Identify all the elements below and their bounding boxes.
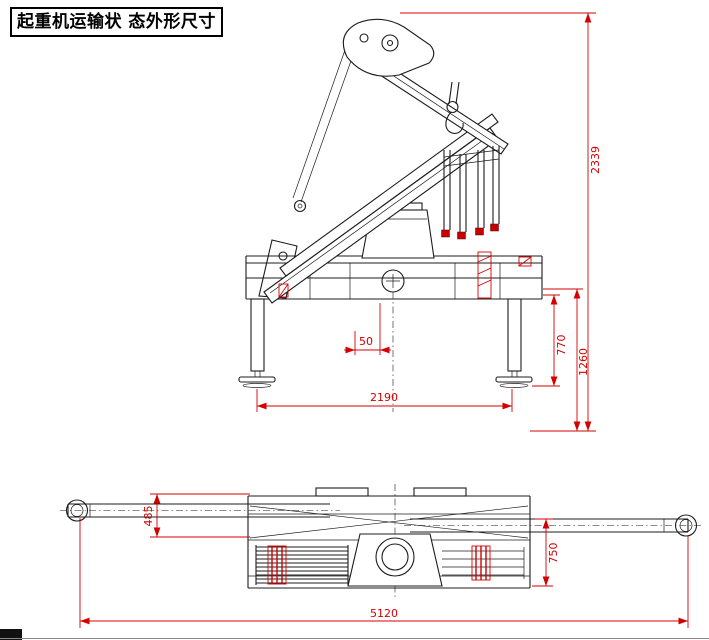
dim-total-height: 2339 [400,12,602,432]
boom-assembly [263,18,509,304]
stabilizer-cylinders [441,146,500,240]
hook-icon [445,111,464,134]
left-foot-pad [238,376,276,383]
turret-plan [347,533,443,587]
plan-red-components [267,545,491,585]
slew-ring-inner [381,543,409,571]
corner-artifact [0,629,22,640]
dim-body-width: 750 [532,518,560,587]
dim-outrigger-span: 2190 [256,389,513,412]
hook-block [445,81,464,134]
dim-label-50: 50 [359,335,373,348]
dim-mount-height: 1260 [543,288,590,431]
chassis-body [247,484,531,600]
dim-overall-length: 5120 [79,518,689,628]
right-leg [507,298,522,372]
link-arm [292,49,353,203]
outrigger-legs [238,298,533,388]
dim-frame-to-ground: 770 [532,294,568,387]
boom-head [342,18,435,77]
left-leg [250,298,265,372]
plan-view: 485 750 5120 [60,484,702,628]
dim-label-2339: 2339 [589,146,602,174]
dim-label-770: 770 [555,335,568,356]
dim-label-750: 750 [547,543,560,564]
drawing-title: 起重机运输状 态外形尺寸 [17,12,216,32]
dim-label-485: 485 [142,506,155,527]
rail-stack [255,545,525,585]
dim-front-offset: 485 [142,493,250,538]
control-valve-components [278,251,532,299]
dim-label-1260: 1260 [577,348,590,376]
outrigger-beams [60,499,702,537]
side-view: 2339 1260 770 2190 [238,12,602,432]
dim-label-2190: 2190 [370,391,398,404]
sheave [381,34,399,52]
dim-center-offset: 50 [344,303,391,355]
dim-label-5120: 5120 [370,607,398,620]
link-pin [293,199,307,213]
slew-ring-outer [375,537,415,577]
drawing-title-box: 起重机运输状 态外形尺寸 [10,7,223,37]
right-foot-pad [495,376,533,383]
